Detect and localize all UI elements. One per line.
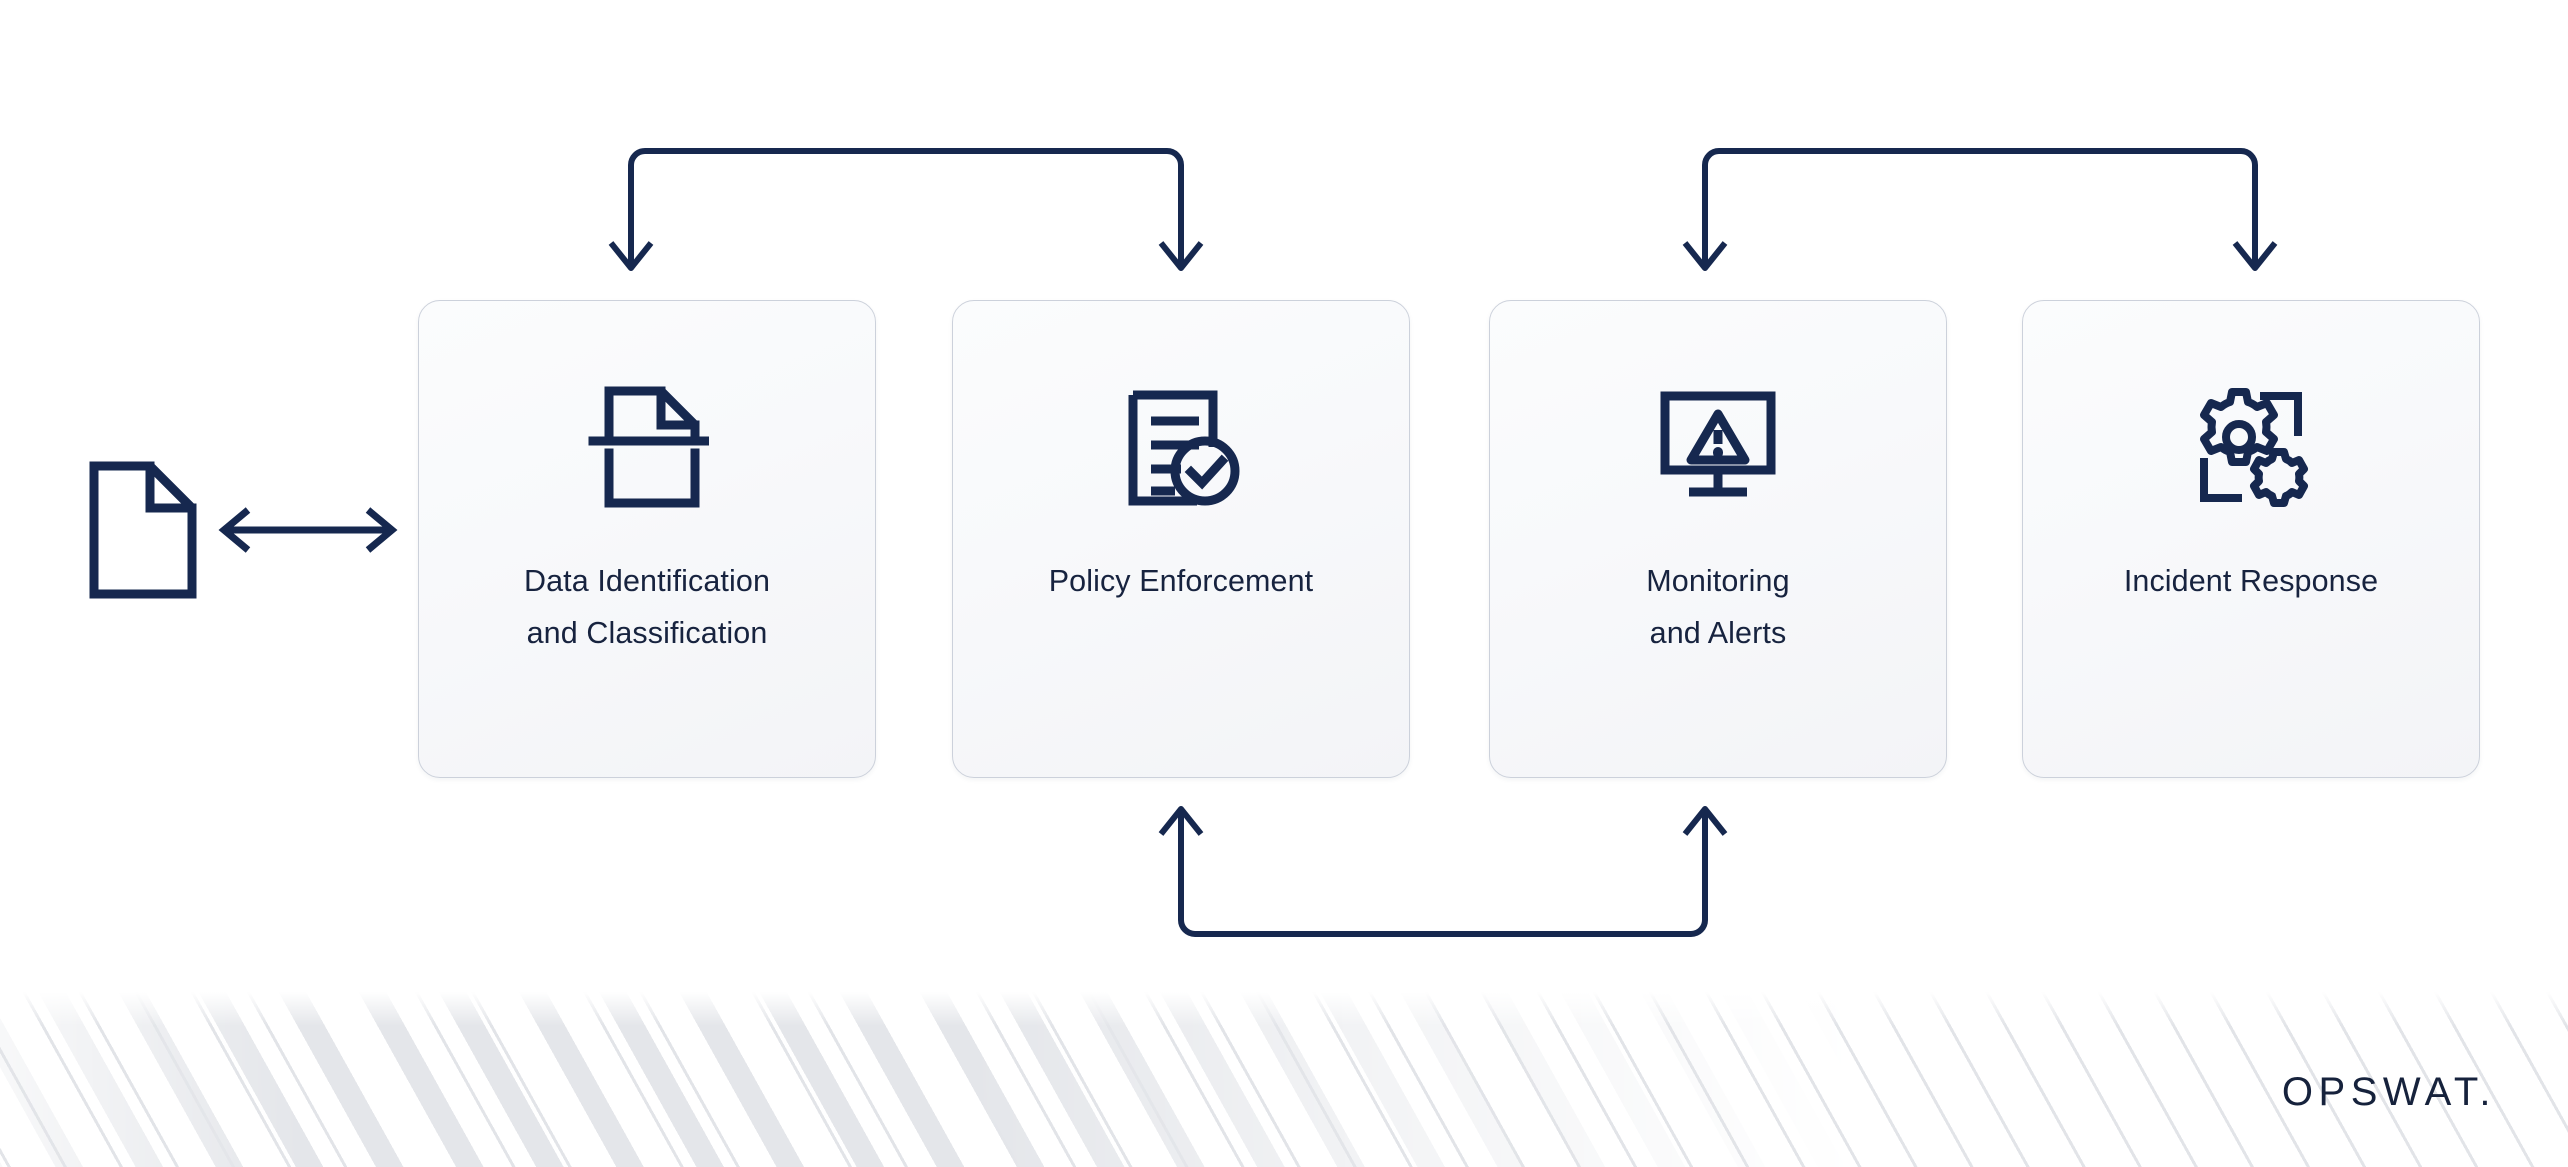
bottom-feedback-connector	[1158, 806, 1728, 937]
card-incident-response[interactable]: Incident Response	[2022, 300, 2480, 778]
document-icon	[88, 460, 208, 600]
top-right-connector	[1682, 148, 2278, 271]
top-left-connector	[608, 148, 1204, 271]
gears-settings-icon	[2183, 381, 2319, 513]
card-policy-enforcement[interactable]: Policy Enforcement	[952, 300, 1410, 778]
card-label: Policy Enforcement	[1048, 564, 1314, 598]
double-headed-arrow-icon	[218, 498, 398, 562]
stripe-layer-thin	[0, 992, 2568, 1167]
card-data-identification-and-classification[interactable]: Data Identification and Classification	[418, 300, 876, 778]
card-label: Incident Response	[2123, 564, 2379, 598]
monitor-warning-icon	[1650, 381, 1786, 513]
document-checklist-verified-icon	[1113, 381, 1249, 513]
opswat-logo: OPSWAT.	[2281, 1070, 2496, 1114]
document-split-icon	[579, 381, 715, 513]
card-label: Data Identification and Classification	[523, 564, 771, 650]
stripe-layer-thick	[0, 992, 2568, 1167]
footer-stripe-pattern	[0, 992, 2568, 1167]
stripe-fade-overlay	[0, 992, 2568, 1167]
card-monitoring-and-alerts[interactable]: Monitoring and Alerts	[1489, 300, 1947, 778]
card-label: Monitoring and Alerts	[1646, 564, 1790, 650]
